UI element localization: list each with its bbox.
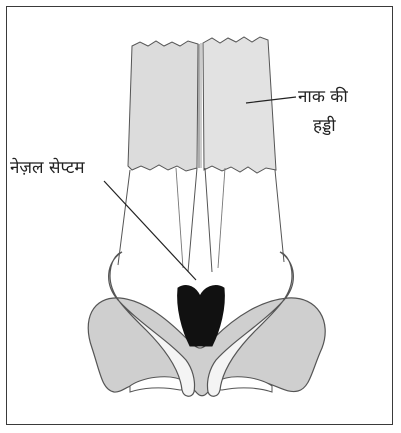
lateral-cartilage-outline-right (205, 168, 284, 272)
label-nasal-septum: नेज़ल सेप्टम (10, 160, 85, 177)
nasal-bone-right (203, 37, 276, 173)
label-nasal-bone-line2: हड्डी (313, 118, 336, 135)
label-nasal-bone-line1: नाक की (298, 89, 348, 106)
nasal-bone-left (128, 41, 198, 171)
lateral-cartilage-outline-left (118, 168, 197, 272)
leader-line-septum (104, 181, 196, 280)
